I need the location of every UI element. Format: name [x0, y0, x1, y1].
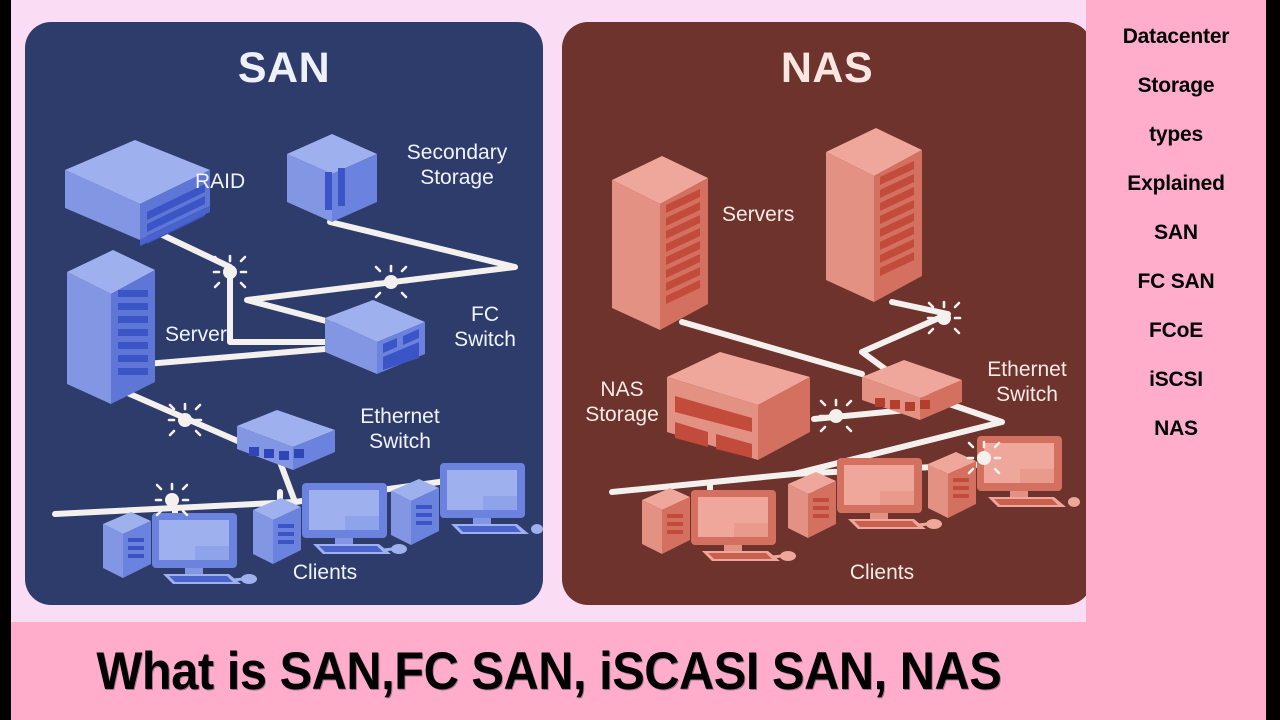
san-client-workstation-2 — [253, 483, 407, 564]
san-label-ethernet-switch: Ethernet Switch — [360, 405, 440, 453]
sidebar-item-explained: Explained — [1127, 172, 1225, 195]
nas-server-device-left — [612, 156, 708, 330]
nas-label-clients: Clients — [849, 561, 915, 584]
sidebar-item-nas: NAS — [1154, 417, 1198, 440]
sidebar-item-iscsi: iSCSI — [1149, 368, 1203, 391]
nas-panel: NAS — [562, 22, 1092, 605]
keyword-sidebar: Datacenter Storage types Explained SAN F… — [1086, 0, 1266, 720]
san-ethernet-switch-device — [237, 410, 335, 470]
san-connection-nodes — [154, 254, 409, 517]
nas-connection-nodes — [818, 300, 1002, 475]
sidebar-item-datacenter: Datacenter — [1122, 25, 1230, 48]
nas-label-servers: Servers — [722, 203, 795, 226]
sidebar-item-types: types — [1149, 123, 1203, 146]
left-border-bar — [0, 0, 11, 720]
nas-server-device-right — [826, 128, 922, 302]
nas-topology-graphic — [609, 128, 1080, 561]
caption-band: What is SAN,FC SAN, iSCASI SAN, NAS — [11, 622, 1086, 720]
san-label-clients: Clients — [292, 561, 358, 584]
san-panel: SAN — [25, 22, 543, 605]
nas-client-workstation-3 — [928, 436, 1080, 518]
nas-panel-title: NAS — [780, 44, 874, 92]
diagram-canvas: SAN — [11, 0, 1092, 622]
nas-ethernet-switch-device — [862, 360, 962, 420]
sidebar-item-fcoe: FCoE — [1148, 319, 1204, 342]
sidebar-item-storage: Storage — [1137, 74, 1215, 97]
nas-label-nas-storage: NAS Storage — [585, 378, 659, 426]
nas-client-workstation-2 — [788, 458, 942, 538]
nas-client-workstation-1 — [642, 488, 796, 561]
san-label-raid: RAID — [195, 170, 246, 193]
san-label-secondary-storage: Secondary Storage — [406, 141, 508, 189]
san-topology-graphic — [52, 134, 543, 584]
san-fc-switch-device — [325, 300, 425, 374]
san-secondary-storage-device — [287, 134, 377, 222]
san-raid-device — [65, 140, 210, 246]
nas-storage-device — [667, 352, 810, 460]
sidebar-item-san: SAN — [1154, 221, 1198, 244]
nas-label-ethernet-switch: Ethernet Switch — [987, 358, 1067, 406]
caption-text: What is SAN,FC SAN, iSCASI SAN, NAS — [95, 641, 1001, 701]
san-label-fc-switch: FC Switch — [454, 303, 516, 351]
san-panel-title: SAN — [237, 44, 331, 92]
san-label-server: Server — [165, 323, 227, 346]
san-client-workstation-1 — [103, 512, 257, 584]
sidebar-item-fc-san: FC SAN — [1137, 270, 1215, 293]
san-server-device — [67, 250, 155, 404]
right-border-bar — [1266, 0, 1280, 720]
san-client-workstation-3 — [391, 463, 543, 545]
